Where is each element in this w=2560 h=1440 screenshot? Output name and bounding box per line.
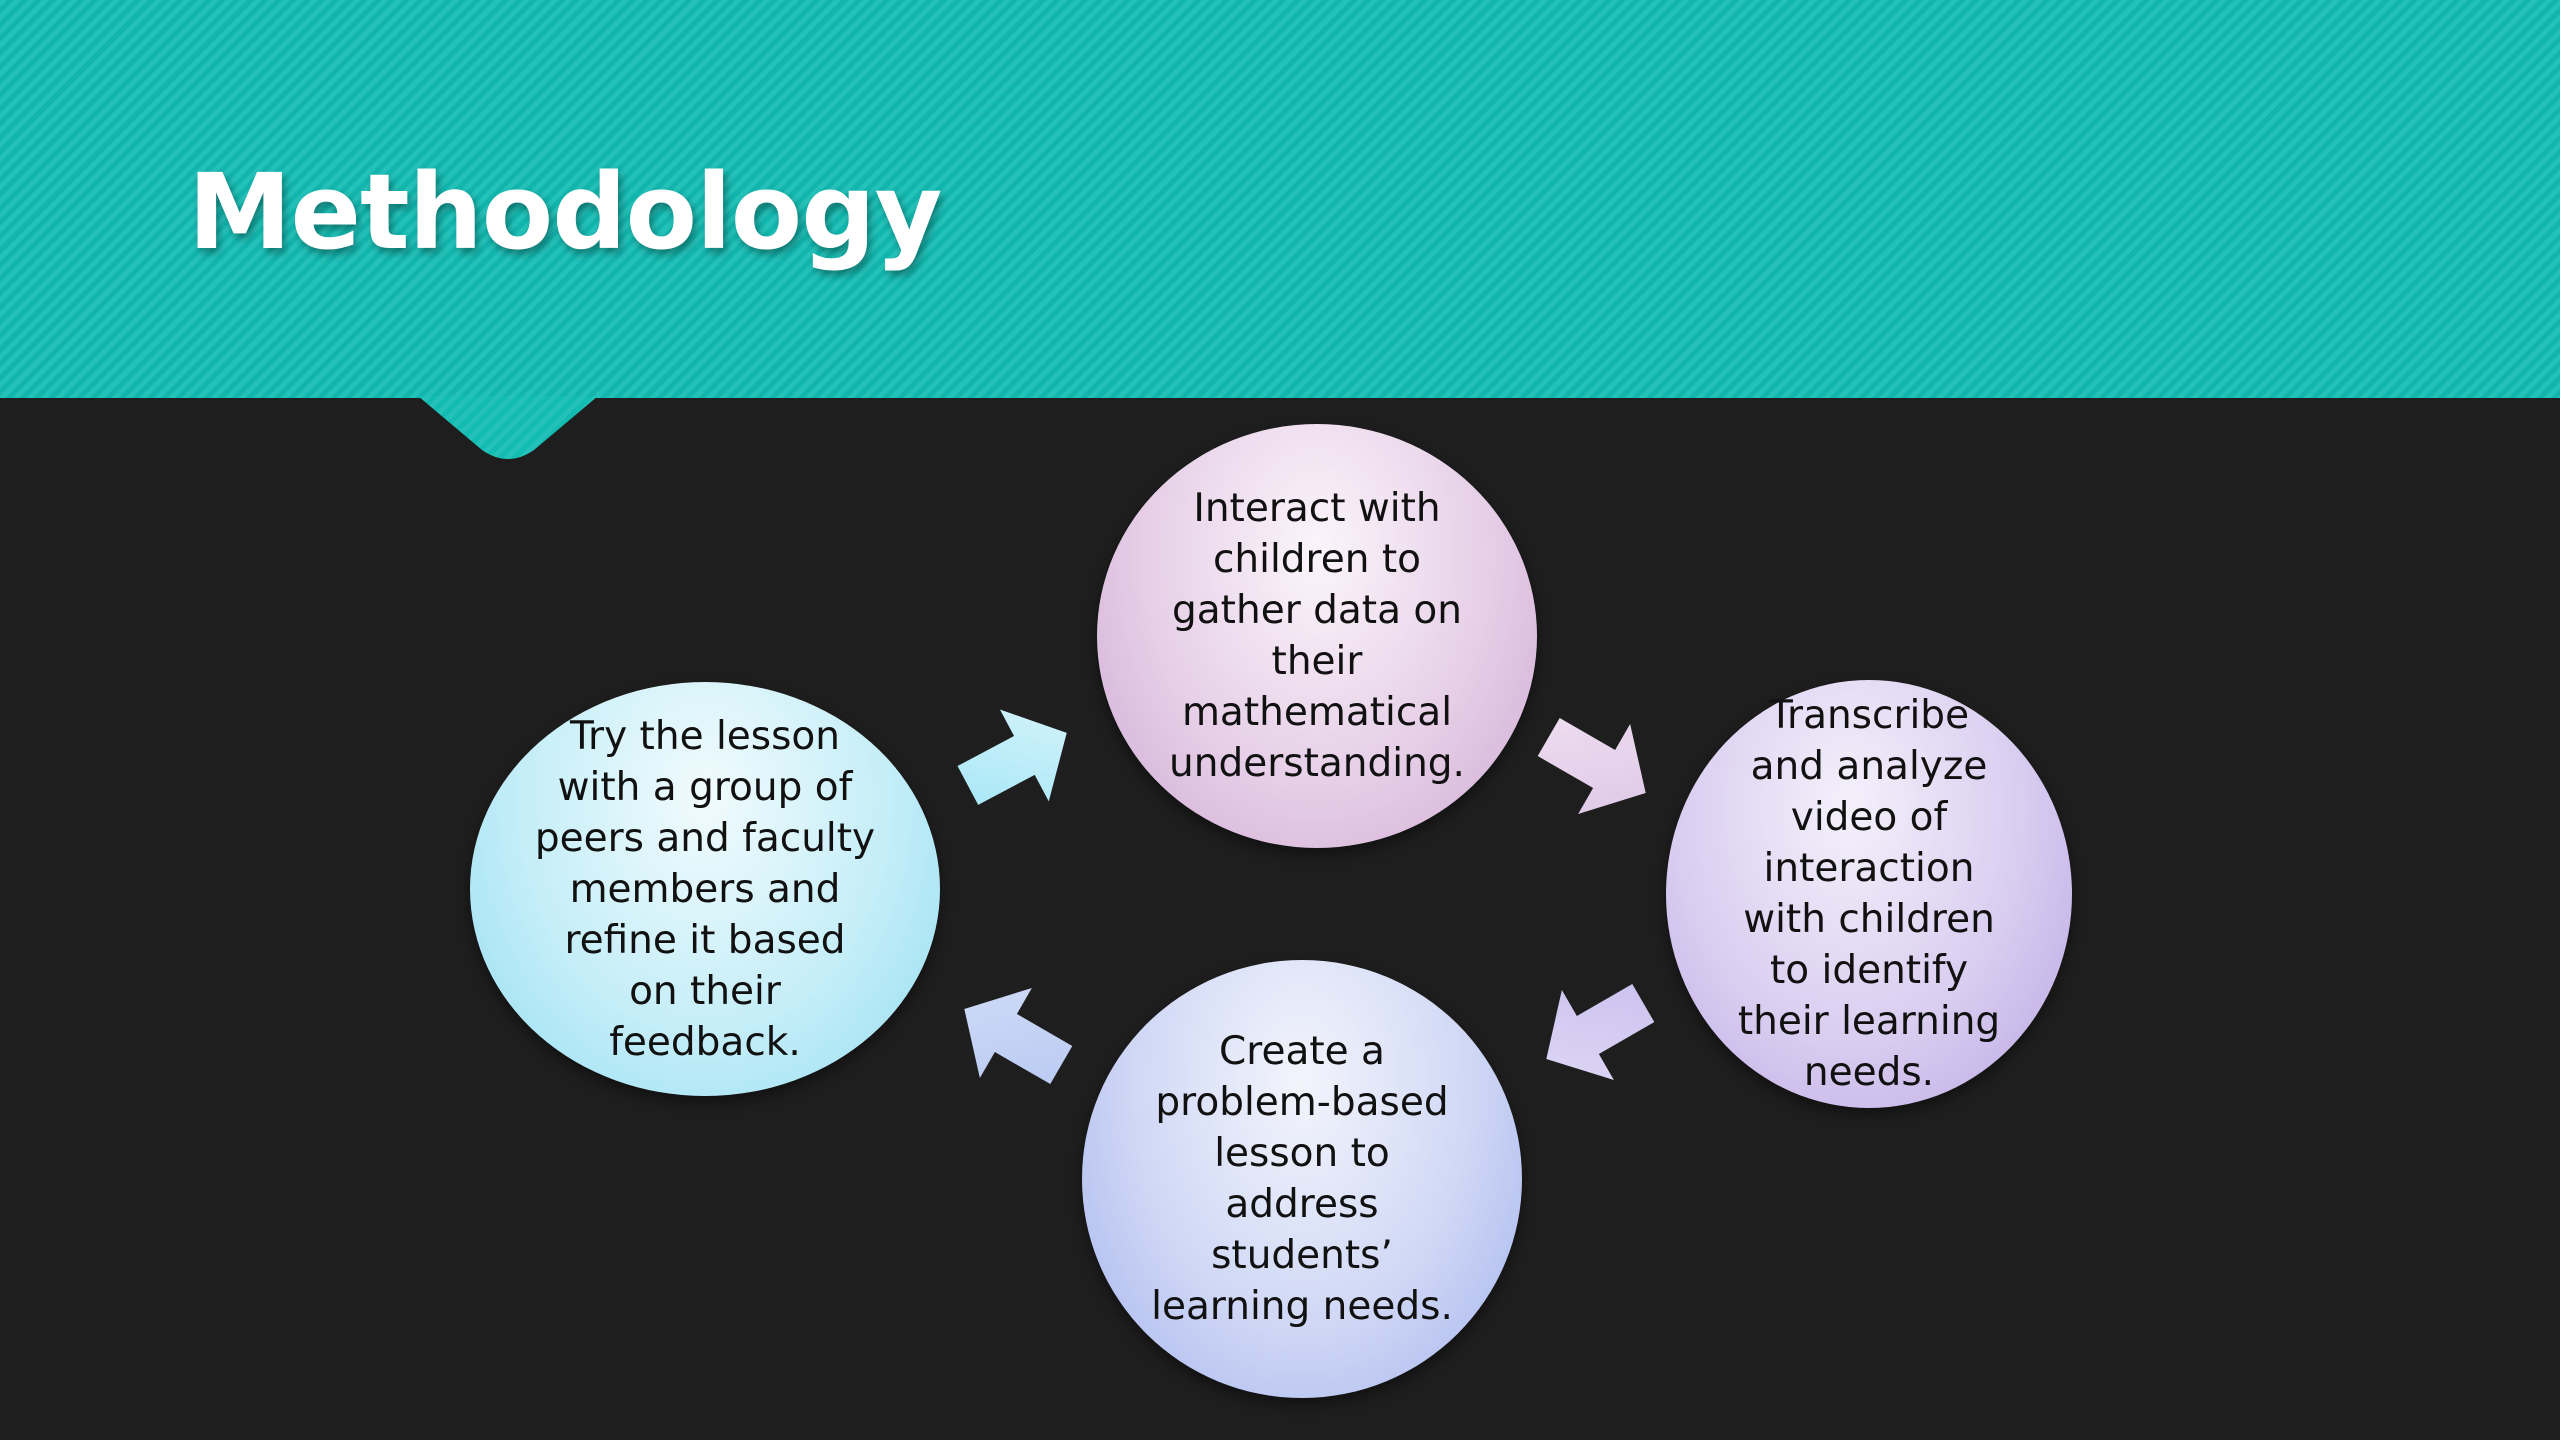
- cycle-node-text: Try the lesson with a group of peers and…: [534, 713, 876, 1065]
- cycle-node-transcribe: Transcribe and analyze video of interact…: [1666, 680, 2072, 1108]
- page-title: Methodology: [188, 151, 942, 273]
- cycle-node-create: Create a problem-based lesson to address…: [1082, 960, 1522, 1398]
- cycle-node-text: Interact with children to gather data on…: [1169, 486, 1465, 786]
- header-banner: [0, 0, 2560, 398]
- cycle-node-interact: Interact with children to gather data on…: [1097, 424, 1537, 848]
- arrow-create-to-try: [964, 987, 1073, 1085]
- arrow-interact-to-transcribe: [1537, 717, 1646, 815]
- cycle-node-text: Transcribe and analyze video of interact…: [1737, 693, 2001, 1095]
- cycle-node-try: Try the lesson with a group of peers and…: [470, 682, 940, 1096]
- arrow-try-to-interact: [957, 709, 1067, 805]
- cycle-node-text: Create a problem-based lesson to address…: [1151, 1029, 1453, 1329]
- arrow-transcribe-to-create: [1546, 983, 1655, 1081]
